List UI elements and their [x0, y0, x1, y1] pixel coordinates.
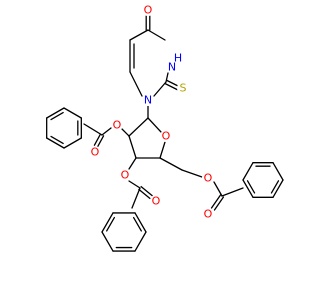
- uracil-thione-bond: [164, 82, 178, 91]
- benzene3-bond: [272, 179, 284, 198]
- benzene2-bond: [134, 231, 147, 252]
- ester3-oxygen-label: O: [204, 172, 213, 185]
- ester3-oxygen: O: [202, 172, 214, 185]
- ester1-carbonyl-bond: [96, 135, 105, 148]
- uracil-ring-bond: [147, 29, 166, 41]
- ester2-oxygen: O: [119, 169, 131, 182]
- furanose-ring-oxygen-label: O: [162, 130, 171, 143]
- furanose-ring-oxygen: O: [160, 130, 172, 143]
- ester1-carbonyl-oxygen: O: [89, 146, 101, 159]
- uracil-carbonyl-oxygen-label: O: [144, 4, 153, 17]
- ester1-bond: [101, 127, 112, 136]
- benzene1-inner-bond: [50, 135, 64, 145]
- benzene2-inner-bond: [132, 216, 142, 232]
- ester2-oxygen-label: O: [121, 169, 130, 182]
- ester3-carbonyl-oxygen: O: [202, 208, 214, 221]
- benzene1-bond: [46, 107, 65, 119]
- uracil-ring-bond: [153, 81, 167, 97]
- benzene1-inner-bond: [50, 111, 64, 121]
- ester2-carbonyl-oxygen: O: [150, 195, 162, 208]
- ester2-bond: [128, 180, 141, 189]
- furanose-bond: [147, 117, 162, 133]
- uracil-n1: N: [142, 94, 154, 107]
- benzene3-bond: [242, 162, 254, 181]
- atom-labels: O N H S N O O O O: [89, 4, 214, 221]
- uracil-thione-sulfur: S: [177, 82, 189, 95]
- benzene1-bond: [63, 137, 82, 149]
- ester2-carbonyl-bond: [140, 185, 153, 197]
- furanose-bond: [128, 117, 149, 137]
- benzene3-bond: [272, 162, 284, 181]
- ester3-bond: [213, 181, 223, 197]
- uracil-thione-bond: [166, 79, 180, 88]
- ester1-carbonyl-bond: [93, 133, 102, 146]
- ester2-carbonyl-oxygen-label: O: [152, 195, 161, 208]
- ester2-bond: [128, 157, 137, 170]
- benzene2-inner-bond: [106, 216, 116, 232]
- furanose-bond: [159, 141, 166, 159]
- uracil-carbonyl-oxygen: O: [142, 4, 154, 17]
- uracil-nh: N H: [166, 52, 182, 74]
- uracil-nh-hydrogen-label: H: [174, 52, 182, 65]
- molecule-structure: O N H S N O O O O: [46, 4, 284, 252]
- ester3-bond: [221, 187, 244, 197]
- benzene2-bond: [101, 231, 114, 252]
- ester3-carbonyl-bond: [210, 194, 222, 209]
- ester1-bond: [83, 123, 103, 136]
- ester2-bond: [131, 187, 141, 209]
- ester1-carbonyl-oxygen-label: O: [91, 146, 100, 159]
- ester1-bond: [121, 128, 130, 137]
- uracil-n1-label: N: [144, 94, 152, 107]
- uracil-thione-sulfur-label: S: [180, 82, 187, 95]
- furanose-bond: [128, 135, 137, 159]
- benzene1-bond: [63, 107, 82, 119]
- ester3-carbonyl-oxygen-label: O: [204, 208, 213, 221]
- benzene3-inner-bond: [270, 180, 280, 194]
- uracil-nh-nitrogen-label: N: [168, 61, 176, 74]
- benzene2-bond: [101, 212, 114, 233]
- bonds: [46, 15, 284, 252]
- ester3-bond: [181, 169, 203, 178]
- benzene3-bond: [242, 179, 254, 198]
- ester1-oxygen-label: O: [113, 119, 122, 132]
- ester3-carbonyl-bond: [213, 196, 225, 211]
- benzene3-inner-bond: [246, 180, 256, 194]
- ester2-carbonyl-bond: [138, 188, 151, 200]
- benzene2-bond: [134, 212, 147, 233]
- uracil-ring-bond: [129, 29, 149, 41]
- benzene1-bond: [46, 137, 65, 149]
- ester3-bond: [159, 157, 183, 171]
- ester1-oxygen: O: [111, 119, 123, 132]
- uracil-ring-bond: [129, 71, 143, 97]
